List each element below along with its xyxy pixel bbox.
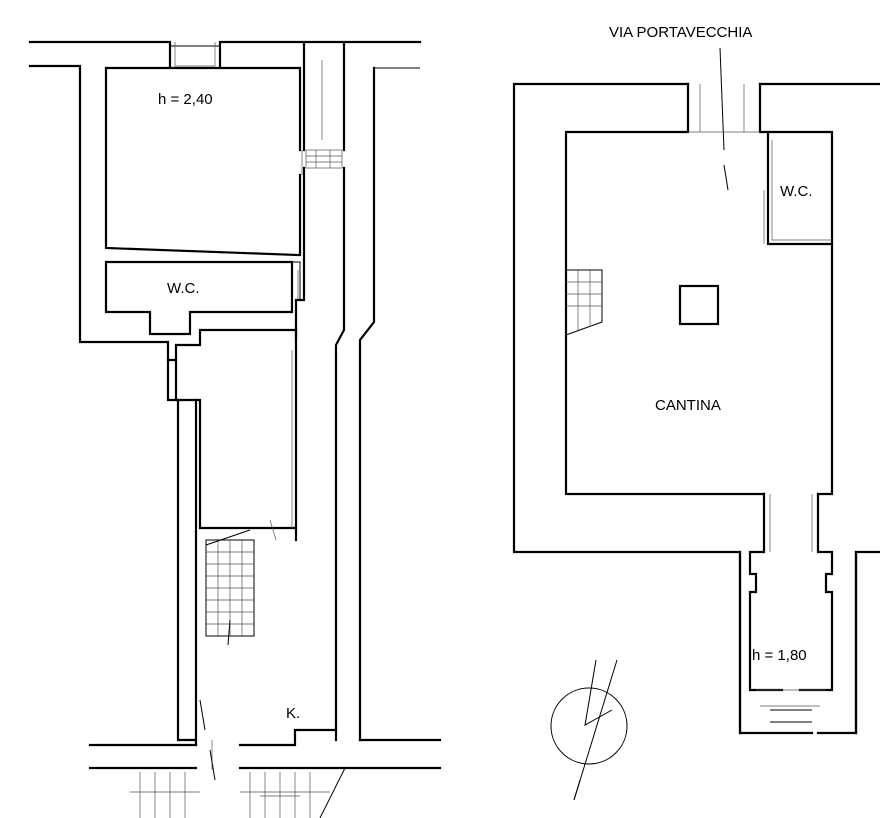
upper-room-height-label: h = 2,40 [158, 91, 213, 108]
right-wc-label: W.C. [780, 183, 813, 200]
central-pillar [678, 284, 720, 326]
central-corridor [294, 42, 420, 742]
lower-room [166, 328, 298, 747]
left-bottom-walls [88, 699, 442, 818]
lower-corridor [738, 492, 858, 735]
right-floor-plan: VIA PORTAVECCHIA [512, 24, 880, 801]
street-label: VIA PORTAVECCHIA [609, 24, 752, 41]
left-staircase [205, 529, 255, 646]
corridor-height-label: h = 1,80 [752, 647, 807, 664]
cellar-label: CANTINA [655, 397, 721, 414]
left-wc-label: W.C. [167, 280, 200, 297]
left-entry-steps [130, 767, 346, 818]
left-wc-room [104, 260, 301, 336]
kitchen-label: K. [286, 705, 300, 722]
north-arrow-icon [550, 659, 628, 801]
right-wc-room [763, 130, 834, 246]
right-staircase [565, 269, 603, 336]
left-top-wall [28, 40, 422, 362]
upper-room [104, 66, 303, 257]
street-arrow [719, 47, 725, 151]
left-floor-plan: h = 2,40 W.C. K. [28, 40, 442, 818]
